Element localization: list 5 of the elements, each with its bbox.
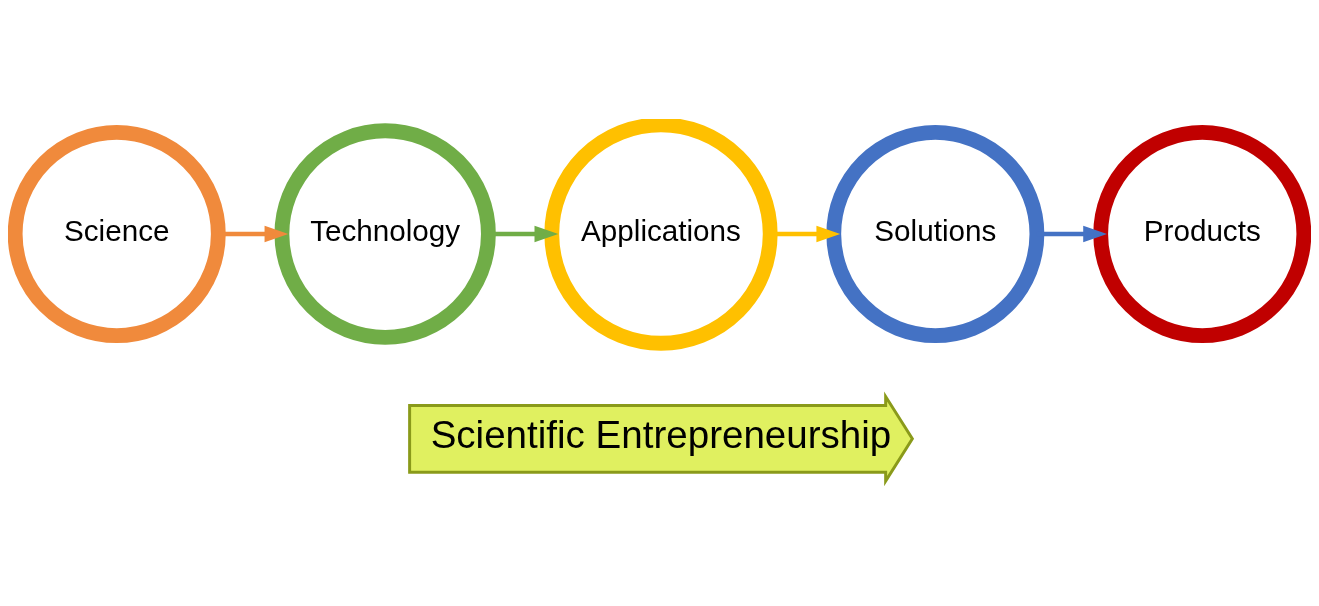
node-circle: Solutions: [826, 125, 1045, 344]
node-circle: Products: [1093, 125, 1311, 344]
node-circle: Technology: [274, 123, 496, 345]
node-circle: Applications: [544, 119, 778, 351]
node-circle: Science: [8, 125, 226, 344]
